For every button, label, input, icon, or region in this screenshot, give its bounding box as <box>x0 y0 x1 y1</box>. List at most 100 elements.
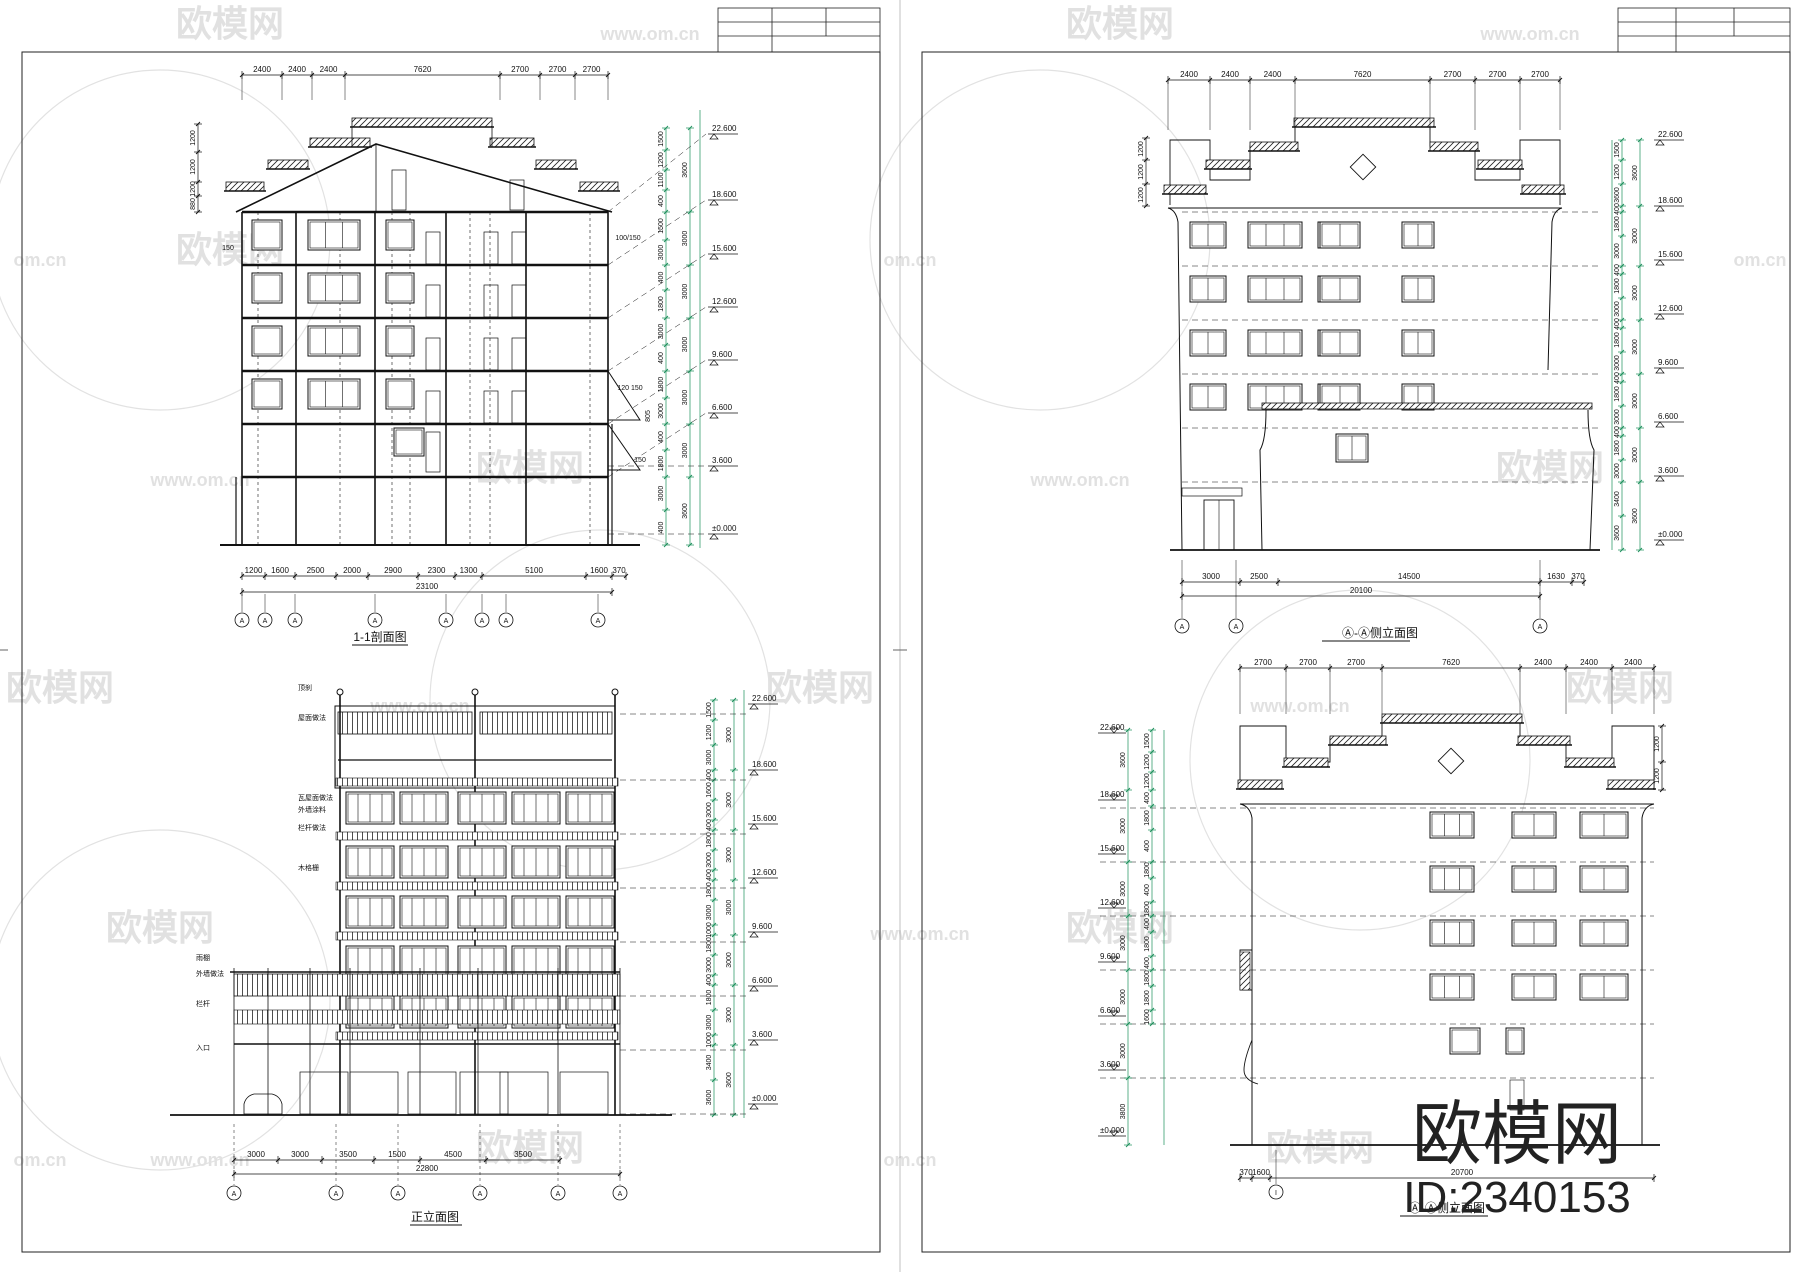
dim-label: 3000 <box>706 1015 713 1031</box>
dim-label: 1200 <box>1138 164 1145 180</box>
line <box>275 1157 281 1163</box>
dim-label: 1800 <box>706 832 713 848</box>
line <box>195 209 201 215</box>
level-marker <box>1655 259 1665 266</box>
axis-bubble <box>287 612 303 628</box>
level-marker <box>1109 1010 1119 1017</box>
line <box>333 573 339 579</box>
dim-label: 20700 <box>1451 1168 1474 1177</box>
dim-label: 2700 <box>583 65 601 74</box>
line <box>1619 349 1625 355</box>
dim-label: 3000 <box>1632 393 1639 409</box>
line <box>1125 913 1131 919</box>
axis-bubble <box>1268 1184 1284 1200</box>
dim-label: 370 <box>1571 572 1585 581</box>
dim-label: 400 <box>658 195 665 207</box>
line <box>417 1157 423 1163</box>
level-marker <box>1109 1130 1119 1137</box>
dim-label: 14500 <box>1398 572 1421 581</box>
line <box>1125 1021 1131 1027</box>
dim-label: 3000 <box>726 952 733 968</box>
brand-id: ID:2340153 <box>1403 1173 1631 1222</box>
roof-tile <box>489 137 535 148</box>
shopfront <box>407 1071 457 1115</box>
note: 顶刹 <box>298 684 312 692</box>
dim-label: 370 <box>612 566 626 575</box>
note: 外墙做法 <box>196 969 224 978</box>
canopy-railing <box>233 1009 621 1025</box>
line <box>663 342 669 348</box>
dim-label: 2500 <box>1250 572 1268 581</box>
watermark-url: www.om.cn <box>1479 24 1579 44</box>
note: 瓦屋面做法 <box>298 793 333 802</box>
dim-label: 880 <box>190 198 197 210</box>
line <box>1637 137 1643 143</box>
dim-label: 1800 <box>706 937 713 953</box>
line <box>663 147 669 153</box>
drawing-titles: 1-1剖面图 正立面图 Ⓐ-Ⓐ侧立面图 Ⓐ-Ⓐ侧立面图 <box>352 625 1488 1226</box>
dim-label: 3500 <box>514 1150 532 1159</box>
dim-label: 2700 <box>511 65 529 74</box>
front-title: 正立面图 <box>411 1209 459 1224</box>
level-label: 6.600 <box>712 403 733 412</box>
line <box>663 507 669 513</box>
level-label: 22.600 <box>752 694 777 703</box>
line <box>1637 317 1643 323</box>
window-frame <box>253 221 281 249</box>
line <box>195 149 201 155</box>
small-opening <box>1509 1079 1525 1111</box>
dim-label: 1200 <box>1138 187 1145 203</box>
line <box>711 1032 717 1038</box>
dim-label: 400 <box>1614 372 1621 384</box>
line <box>1619 271 1625 277</box>
window <box>1429 865 1475 893</box>
railing-band <box>335 831 619 841</box>
dim-label: 3000 <box>682 390 689 406</box>
axis-bubble-label: A <box>504 618 509 625</box>
level-marker <box>1109 956 1119 963</box>
dim-label: 400 <box>1614 203 1621 215</box>
line <box>1619 209 1625 215</box>
dim-label: 1800 <box>1144 970 1151 986</box>
dim-label: 7620 <box>1442 658 1460 667</box>
level-marker <box>749 823 759 830</box>
dim-label: 2000 <box>343 566 361 575</box>
dim-label: 3000 <box>1632 339 1639 355</box>
dim-label: 1800 <box>1144 990 1151 1006</box>
dim-label: 2400 <box>1580 658 1598 667</box>
level-label: 3.600 <box>712 456 733 465</box>
note: 屋面做法 <box>298 713 326 722</box>
window <box>307 378 361 410</box>
line <box>479 573 485 579</box>
dim-label: 1800 <box>658 296 665 312</box>
roof-tile <box>1565 757 1615 768</box>
window-frame <box>1431 867 1473 891</box>
level-marker <box>1109 727 1119 734</box>
watermark-text: 欧模网 <box>1566 667 1674 708</box>
finial <box>471 688 479 696</box>
window-frame <box>387 274 413 302</box>
line <box>687 421 693 427</box>
roof-tile <box>1329 735 1387 746</box>
watermark-url-short: om.cn <box>883 250 936 270</box>
window-frame <box>1431 813 1473 837</box>
dim-label: 1500 <box>706 702 713 718</box>
window <box>385 219 415 251</box>
line <box>1125 967 1131 973</box>
note: 栏杆做法 <box>298 823 326 832</box>
line <box>1149 953 1155 959</box>
top-railing <box>479 711 613 735</box>
level-marker <box>1109 794 1119 801</box>
top-railing <box>337 711 473 735</box>
window-frame <box>1431 975 1473 999</box>
level-marker <box>749 931 759 938</box>
line <box>731 1112 737 1118</box>
door <box>511 337 527 371</box>
line <box>1659 759 1665 765</box>
axis-bubble <box>550 1185 566 1201</box>
line <box>262 573 268 579</box>
dim-label: 400 <box>1144 957 1151 969</box>
line <box>663 421 669 427</box>
line <box>1275 579 1281 585</box>
